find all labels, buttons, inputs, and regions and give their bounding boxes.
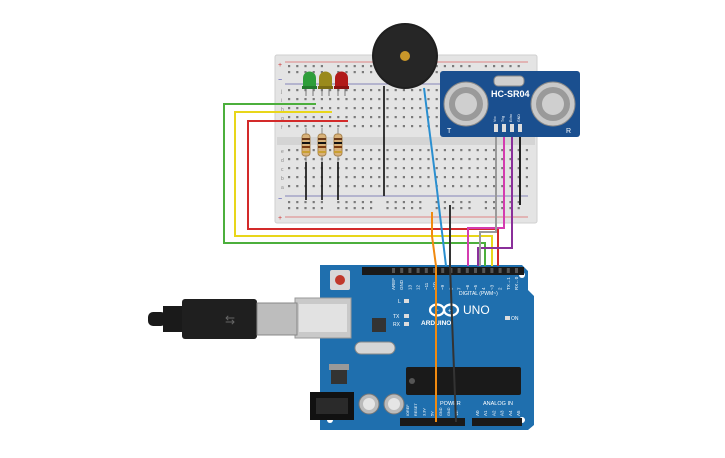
wire-red — [247, 120, 499, 266]
digital-pin-label: ~6 — [465, 284, 470, 290]
resistors — [301, 128, 343, 200]
digital-pin-label: 7 — [457, 287, 462, 290]
svg-text:−: − — [278, 77, 282, 84]
analog-pin-label: A1 — [483, 410, 488, 416]
digital-pin-label: 12 — [416, 284, 421, 290]
power-header-label: POWER — [440, 401, 461, 407]
tx-led-label: TX — [393, 314, 400, 320]
digital-pin-label: 13 — [407, 284, 412, 290]
analog-pin-label: A3 — [500, 410, 505, 416]
wire-yellow — [234, 111, 493, 266]
digital-pin-label: 2 — [498, 287, 503, 290]
row-letter: f — [281, 125, 283, 131]
rx-led-label: RX — [393, 322, 401, 328]
digital-pin-label: ~5 — [473, 284, 478, 290]
row-letter: h — [281, 107, 284, 113]
digital-pin-label: TX→1 — [506, 277, 511, 290]
led-yellow — [318, 71, 333, 96]
wire-orange — [431, 212, 437, 422]
power-pin-label: GND — [439, 407, 443, 416]
power-pin-labels: IOREF RESET 3.3V 5V GND GND Vin — [406, 403, 459, 416]
analog-pin-label: A4 — [508, 410, 513, 416]
svg-text:−: − — [278, 196, 282, 203]
sensor-transmitter-mark: T — [447, 128, 452, 135]
digital-pin-label: GND — [399, 279, 404, 290]
row-letter: c — [281, 167, 284, 173]
row-letter: e — [281, 149, 284, 155]
microcontroller-chip — [406, 367, 521, 395]
usb-cable: ⇆ — [148, 299, 298, 339]
wires — [223, 87, 513, 423]
digital-pin-label: ~3 — [489, 284, 494, 290]
arduino-model-label: UNO — [463, 303, 490, 317]
analog-header-label: ANALOG IN — [483, 401, 513, 407]
power-header — [400, 418, 465, 426]
sensor-receiver-mark: R — [566, 128, 571, 135]
leds — [302, 71, 349, 96]
wire-blue — [423, 87, 447, 267]
digital-pin-label: ~11 — [424, 282, 429, 290]
led-green — [302, 71, 317, 96]
arduino-uno-board: − + ARDUINO UNO DIGITAL (PWM~) POWER ANA… — [294, 265, 534, 430]
row-letter: b — [281, 176, 284, 182]
sensor-pin-labels: Vcc Trig Echo GND — [493, 114, 521, 122]
power-pin-label: RESET — [414, 403, 418, 416]
power-pin-label: 5V — [431, 411, 435, 416]
sensor-pin-label: GND — [517, 114, 521, 122]
l-led-label: L — [398, 299, 401, 305]
on-led-label: ON — [511, 316, 519, 322]
power-pin-label: GND — [447, 407, 451, 416]
row-letter: a — [281, 185, 284, 191]
piezo-buzzer — [372, 23, 438, 196]
analog-pin-label: A0 — [475, 410, 480, 416]
sensor-model-label: HC-SR04 — [491, 89, 530, 99]
analog-header — [472, 418, 522, 426]
analog-pin-label: A2 — [491, 410, 496, 416]
row-letter: g — [281, 116, 284, 122]
digital-pin-label: RX←0 — [514, 276, 519, 290]
led-red — [334, 71, 349, 96]
resistor — [301, 128, 311, 162]
svg-text:+: + — [278, 62, 282, 69]
analog-pin-label: A5 — [516, 410, 521, 416]
digital-pin-label: ~10 — [432, 282, 437, 290]
power-pin-label: 3.3V — [422, 408, 426, 416]
digital-header-label: DIGITAL (PWM~) — [459, 291, 498, 297]
sensor-pin-label: Vcc — [493, 116, 497, 122]
power-pin-label: IOREF — [406, 404, 410, 416]
digital-pin-label: AREF — [391, 278, 396, 290]
svg-text:+: + — [278, 215, 282, 222]
row-letter: j — [280, 89, 282, 95]
ultrasonic-sensor: HC-SR04 T R Vcc Trig Echo GND — [440, 71, 580, 212]
digital-pin-label: 4 — [481, 287, 486, 290]
row-letter: i — [281, 98, 282, 104]
sensor-pin-label: Trig — [501, 116, 505, 122]
resistor — [317, 128, 327, 162]
usb-symbol-icon: ⇆ — [225, 313, 235, 327]
row-letters-left: j i h g f e d c b a — [280, 89, 284, 191]
power-pin-label: Vin — [455, 411, 459, 416]
digital-pin-label: ~9 — [440, 284, 445, 290]
row-letter: d — [281, 158, 284, 164]
wire-magenta — [467, 212, 505, 266]
wire-purple — [477, 212, 513, 266]
wire-black — [449, 205, 457, 423]
sensor-pin-label: Echo — [509, 114, 513, 122]
resistor — [333, 128, 343, 162]
svg-text:+: + — [448, 309, 452, 315]
wire-gray — [479, 212, 497, 266]
wire-green — [223, 103, 486, 266]
